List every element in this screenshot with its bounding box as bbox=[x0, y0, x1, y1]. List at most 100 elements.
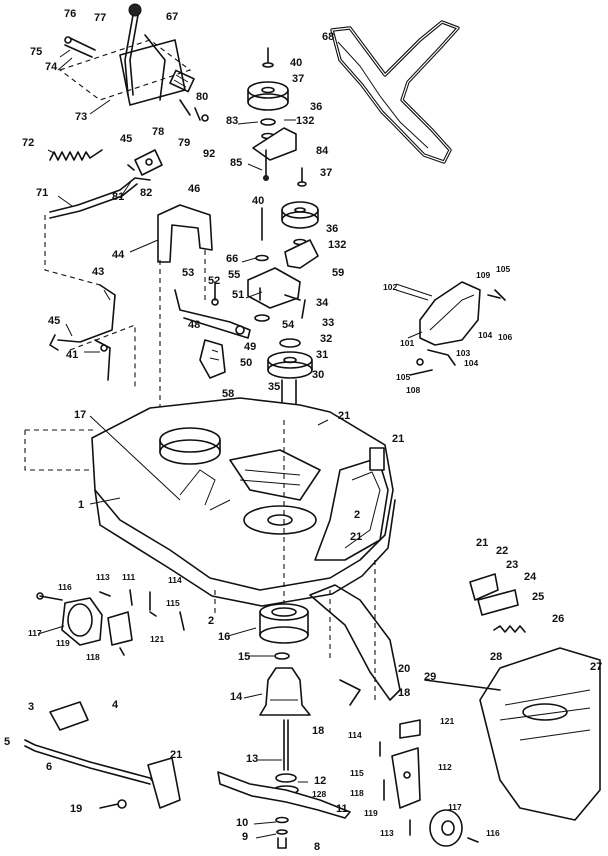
callout-18: 18 bbox=[398, 687, 410, 699]
right-gauge-wheel bbox=[379, 719, 479, 847]
callout-78: 78 bbox=[152, 126, 164, 138]
callout-118: 118 bbox=[350, 788, 364, 798]
callout-58: 58 bbox=[222, 388, 234, 400]
callout-67: 67 bbox=[166, 11, 178, 23]
callout-8: 8 bbox=[314, 841, 320, 853]
callout-5: 5 bbox=[4, 736, 10, 748]
lift-link bbox=[44, 177, 151, 286]
callout-21: 21 bbox=[350, 531, 362, 543]
callout-119: 119 bbox=[364, 808, 378, 818]
upper-pulley-stack bbox=[247, 47, 297, 181]
callout-35: 35 bbox=[268, 381, 280, 393]
callout-41: 41 bbox=[66, 349, 78, 361]
callout-121: 121 bbox=[440, 716, 454, 726]
callout-43: 43 bbox=[92, 266, 104, 278]
drive-belt bbox=[330, 20, 460, 164]
callout-10: 10 bbox=[236, 817, 248, 829]
callout-128: 128 bbox=[312, 789, 326, 799]
callout-116: 116 bbox=[58, 582, 72, 592]
callout-117: 117 bbox=[28, 628, 42, 638]
front-lift-rod bbox=[24, 701, 181, 809]
callout-13: 13 bbox=[246, 753, 258, 765]
deck-belt bbox=[309, 584, 401, 706]
callout-105: 105 bbox=[496, 264, 510, 274]
idler-pivot bbox=[247, 254, 313, 421]
callout-73: 73 bbox=[75, 111, 87, 123]
callout-112: 112 bbox=[438, 762, 452, 772]
callout-12: 12 bbox=[314, 775, 326, 787]
callout-83: 83 bbox=[226, 115, 238, 127]
callout-132: 132 bbox=[296, 115, 314, 127]
callout-45: 45 bbox=[120, 133, 132, 145]
callout-3: 3 bbox=[28, 701, 34, 713]
callout-2: 2 bbox=[354, 509, 360, 521]
lift-handle-assembly bbox=[58, 3, 209, 122]
callout-75: 75 bbox=[30, 46, 42, 58]
callout-24: 24 bbox=[524, 571, 537, 583]
callout-50: 50 bbox=[240, 357, 252, 369]
pivot-bracket bbox=[127, 149, 163, 176]
callout-2: 2 bbox=[208, 615, 214, 627]
idler-arm bbox=[174, 281, 251, 379]
callout-80: 80 bbox=[196, 91, 208, 103]
callout-116: 116 bbox=[486, 828, 500, 838]
callout-45: 45 bbox=[48, 315, 60, 327]
mower-deck bbox=[24, 397, 396, 607]
callout-21: 21 bbox=[476, 537, 488, 549]
callout-37: 37 bbox=[320, 167, 332, 179]
callout-84: 84 bbox=[316, 145, 329, 157]
assembly-leaders bbox=[214, 420, 376, 700]
callout-114: 114 bbox=[348, 730, 362, 740]
callout-18: 18 bbox=[312, 725, 324, 737]
callout-113: 113 bbox=[380, 828, 394, 838]
left-gauge-wheel bbox=[36, 589, 185, 656]
callout-71: 71 bbox=[36, 187, 48, 199]
callout-115: 115 bbox=[166, 598, 180, 608]
callout-108: 108 bbox=[406, 385, 420, 395]
callout-44: 44 bbox=[112, 249, 125, 261]
callout-15: 15 bbox=[238, 651, 250, 663]
callout-106: 106 bbox=[498, 332, 512, 342]
callout-31: 31 bbox=[316, 349, 328, 361]
callout-19: 19 bbox=[70, 803, 82, 815]
callout-9: 9 bbox=[242, 831, 248, 843]
rear-lift-rod bbox=[49, 284, 136, 390]
callout-6: 6 bbox=[46, 761, 52, 773]
callout-119: 119 bbox=[56, 638, 70, 648]
callout-30: 30 bbox=[312, 369, 324, 381]
callout-68: 68 bbox=[322, 31, 334, 43]
callout-52: 52 bbox=[208, 275, 220, 287]
callout-labels: 76 77 67 75 74 73 78 79 80 92 72 45 81 8… bbox=[4, 8, 602, 853]
callout-104: 104 bbox=[478, 330, 492, 340]
callout-115: 115 bbox=[350, 768, 364, 778]
callout-82: 82 bbox=[140, 187, 152, 199]
callout-118: 118 bbox=[86, 652, 100, 662]
callout-103: 103 bbox=[456, 348, 470, 358]
callout-21: 21 bbox=[170, 749, 182, 761]
callout-121: 121 bbox=[150, 634, 164, 644]
callout-4: 4 bbox=[112, 699, 119, 711]
callout-29: 29 bbox=[424, 671, 436, 683]
callout-55: 55 bbox=[228, 269, 240, 281]
callout-33: 33 bbox=[322, 317, 334, 329]
callout-101: 101 bbox=[400, 338, 414, 348]
callout-11: 11 bbox=[336, 803, 348, 815]
callout-40: 40 bbox=[290, 57, 302, 69]
callout-26: 26 bbox=[552, 613, 564, 625]
callout-102: 102 bbox=[383, 282, 397, 292]
discharge-bracket bbox=[469, 573, 553, 663]
callout-85: 85 bbox=[230, 157, 242, 169]
callout-34: 34 bbox=[316, 297, 329, 309]
callout-59: 59 bbox=[332, 267, 344, 279]
callout-36: 36 bbox=[326, 223, 338, 235]
callout-74: 74 bbox=[45, 61, 58, 73]
callout-66: 66 bbox=[226, 253, 238, 265]
lower-pulley-stack bbox=[261, 167, 319, 269]
callout-104: 104 bbox=[464, 358, 478, 368]
callout-17: 17 bbox=[74, 409, 86, 421]
callout-77: 77 bbox=[94, 12, 106, 24]
callout-37: 37 bbox=[292, 73, 304, 85]
callout-54: 54 bbox=[282, 319, 295, 331]
